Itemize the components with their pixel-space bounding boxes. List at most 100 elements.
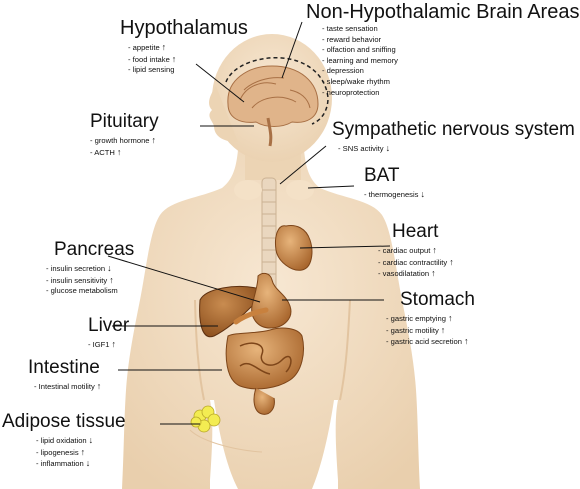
list-item-label: thermogenesis (368, 190, 419, 199)
pancreas-list: insulin secretion↓insulin sensitivity↑gl… (46, 263, 134, 297)
list-item-label: learning and memory (326, 55, 398, 65)
list-item-label: lipid sensing (132, 65, 175, 75)
list-item: appetite↑ (128, 42, 248, 54)
stomach-organ (251, 272, 292, 329)
intestines-organ (225, 327, 304, 415)
list-item-label: depression (326, 66, 364, 76)
list-item-label: gastric motility (390, 325, 439, 335)
adipose-block: Adipose tissue lipid oxidation↓lipogenes… (2, 412, 126, 470)
intestine-list: Intestinal motility↑ (34, 381, 102, 393)
liver-organ (199, 286, 260, 338)
list-item-label: cardiac output (382, 246, 431, 255)
hypothalamus-block: Hypothalamus appetite↑food intake↑lipid … (120, 18, 248, 76)
bat-title: BAT (364, 165, 400, 186)
heart-block: Heart cardiac output↑cardiac contractili… (383, 221, 454, 280)
bat-list: thermogenesis↓ (364, 189, 425, 201)
list-item-label: Intestinal motility (38, 382, 95, 391)
list-item: neuroprotection (322, 88, 579, 99)
arrow-up-icon: ↑ (80, 446, 86, 457)
liver-list: IGF1↑ (88, 339, 129, 351)
list-item: glucose metabolism (46, 286, 134, 297)
arrow-up-icon: ↑ (151, 135, 157, 145)
list-item: insulin sensitivity↑ (46, 275, 134, 287)
list-item: reward behavior (322, 35, 579, 46)
pancreas-title: Pancreas (54, 239, 135, 260)
stomach-title: Stomach (400, 289, 475, 310)
bat-block: BAT thermogenesis↓ (364, 166, 425, 201)
list-item-label: sleep/wake rhythm (326, 76, 390, 86)
brain-organ (225, 57, 329, 147)
list-item: ACTH↑ (90, 147, 159, 159)
adipose-list: lipid oxidation↓lipogenesis↑inflammation… (36, 435, 126, 470)
list-item: learning and memory (322, 56, 579, 67)
list-item: vasodilatation↑ (378, 268, 454, 280)
spine (261, 177, 277, 299)
list-item: insulin secretion↓ (46, 263, 134, 275)
list-item-label: food intake (132, 54, 170, 64)
heart-title: Heart (392, 221, 439, 242)
heart-organ (275, 225, 313, 271)
list-item-label: inflammation (40, 459, 84, 469)
hypothalamus-title: Hypothalamus (120, 17, 248, 39)
list-item-label: SNS activity (342, 144, 384, 153)
list-item: IGF1↑ (88, 339, 129, 351)
arrow-up-icon: ↑ (116, 146, 122, 157)
intestine-title: Intestine (28, 357, 100, 378)
list-item-label: ACTH (94, 147, 115, 157)
arrow-up-icon: ↑ (449, 256, 454, 267)
list-item: depression (322, 66, 579, 77)
arrow-up-icon: ↑ (161, 42, 167, 52)
list-item-label: IGF1 (92, 340, 110, 349)
liver-block: Liver IGF1↑ (88, 316, 129, 351)
arrow-up-icon: ↑ (432, 245, 437, 255)
sympathetic-nervous-system-title: Sympathetic nervous system (332, 119, 575, 140)
pituitary-block: Pituitary growth hormone↑ACTH↑ (90, 112, 159, 158)
arrow-up-icon: ↑ (171, 53, 177, 64)
arrow-down-icon: ↓ (385, 143, 391, 153)
list-item: inflammation↓ (36, 458, 126, 470)
list-item-label: glucose metabolism (50, 286, 118, 296)
bat-organ (234, 180, 262, 200)
list-item-label: growth hormone (94, 136, 150, 145)
arrow-down-icon: ↓ (85, 458, 91, 469)
non-hypothalamic-block: Non-Hypothalamic Brain Areas taste sensa… (306, 2, 579, 98)
list-item: olfaction and sniffing (322, 45, 579, 56)
list-item-label: olfaction and sniffing (326, 45, 396, 55)
pancreas-organ (233, 307, 269, 325)
list-item-label: gastric emptying (390, 314, 446, 323)
list-item: gastric motility↑ (386, 325, 475, 337)
list-item-label: neuroprotection (326, 87, 380, 97)
list-item: Intestinal motility↑ (34, 381, 102, 393)
stomach-list: gastric emptying↑gastric motility↑gastri… (386, 313, 475, 348)
arrow-up-icon: ↑ (109, 274, 114, 285)
sympathetic-nervous-system-list: SNS activity↓ (338, 143, 575, 155)
list-item: lipogenesis↑ (36, 447, 126, 459)
hypothalamus-list: appetite↑food intake↑lipid sensing (128, 42, 248, 76)
arrow-down-icon: ↓ (107, 263, 112, 273)
intestine-block: Intestine Intestinal motility↑ (28, 358, 101, 393)
list-item-label: insulin sensitivity (50, 275, 108, 285)
list-item: cardiac contractility↑ (378, 257, 454, 269)
arrow-down-icon: ↓ (88, 435, 94, 445)
list-item: lipid sensing (128, 65, 248, 76)
list-item-label: vasodilatation (382, 269, 430, 279)
arrow-up-icon: ↑ (463, 336, 469, 347)
list-item-label: reward behavior (326, 34, 382, 44)
pituitary-title: Pituitary (90, 111, 159, 132)
arrow-up-icon: ↑ (96, 381, 102, 391)
pancreas-block: Pancreas insulin secretion↓insulin sensi… (51, 239, 135, 297)
list-item: growth hormone↑ (90, 135, 159, 147)
arrow-up-icon: ↑ (440, 324, 446, 335)
sympathetic-nervous-system-block: Sympathetic nervous system SNS activity↓ (332, 120, 575, 155)
list-item: sleep/wake rhythm (322, 77, 579, 88)
heart-list: cardiac output↑cardiac contractility↑vas… (378, 245, 454, 280)
arrow-down-icon: ↓ (420, 189, 425, 199)
non-hypothalamic-title: Non-Hypothalamic Brain Areas (306, 1, 580, 23)
list-item: taste sensation (322, 24, 579, 35)
list-item: cardiac output↑ (378, 245, 454, 257)
list-item: SNS activity↓ (338, 143, 575, 155)
list-item-label: gastric acid secretion (390, 337, 462, 347)
bat-organ-right (286, 180, 314, 200)
arrow-up-icon: ↑ (447, 313, 453, 323)
